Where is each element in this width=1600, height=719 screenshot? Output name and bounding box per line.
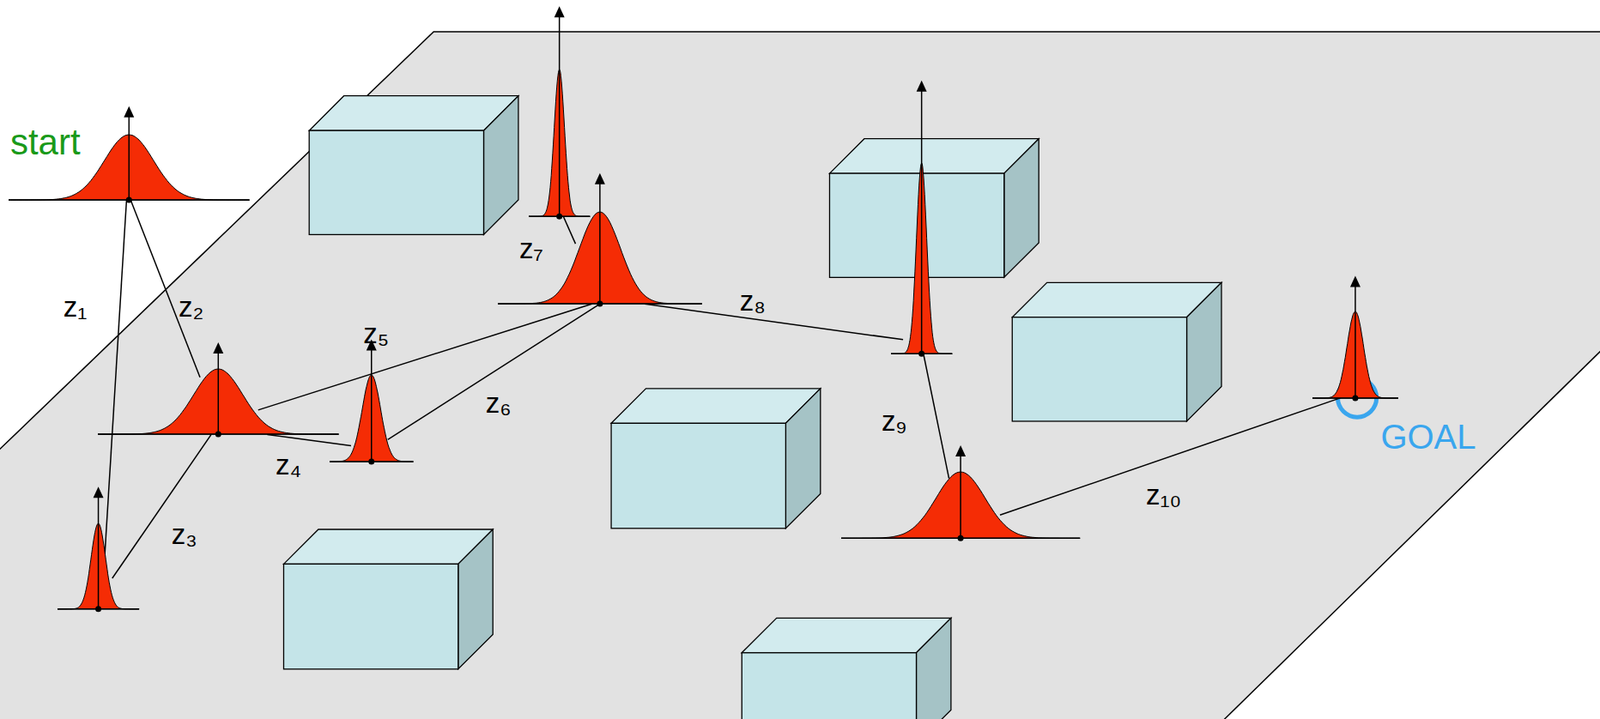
constraint-edge [1000,398,1341,516]
node-label: start [10,124,81,161]
obstacle-box [309,96,519,236]
probability-node [528,69,590,217]
constraint-edge [387,303,600,440]
gaussian-curve [841,472,1080,539]
obstacle-box [283,529,493,670]
constraint-edge [258,303,593,411]
obstacle-box [829,139,1039,279]
obstacle-box [611,388,821,529]
edge-label: z₆ [485,388,512,418]
constraint-edge [102,200,128,600]
edge-label: z₁ [63,292,88,322]
node-label: GOAL [1380,419,1476,455]
probability-node [329,375,413,462]
probability-node: start [8,134,250,200]
gaussian-curve [528,69,590,217]
constraint-edge [563,216,576,244]
gaussian-curve [57,523,140,610]
constraint-edge [266,434,351,446]
edge-label: z₉ [881,406,908,436]
edge-label: z₄ [275,450,302,479]
edge-label: z₃ [171,520,198,549]
constraint-edge [923,354,950,479]
edge-label: z₈ [739,286,766,316]
edge-label: z₇ [519,234,544,263]
obstacle-box [1012,282,1222,422]
probability-node [890,163,952,354]
ground-plane [0,31,1600,719]
constraint-edge [112,434,212,579]
probability-node [841,472,1080,539]
probability-node: GOAL [1312,311,1399,399]
gaussian-curve [329,375,413,462]
gaussian-curve [890,163,952,354]
edge-label: z₅ [363,319,389,348]
obstacle-box [741,618,952,719]
edge-label: z₁₀ [1145,480,1182,510]
gaussian-curve [97,369,340,435]
constraint-edge [130,200,200,378]
constraint-edge [644,303,904,340]
edge-label: z₂ [178,292,204,322]
probability-node [97,369,340,435]
gaussian-curve [1312,311,1399,399]
probability-node [57,523,140,610]
